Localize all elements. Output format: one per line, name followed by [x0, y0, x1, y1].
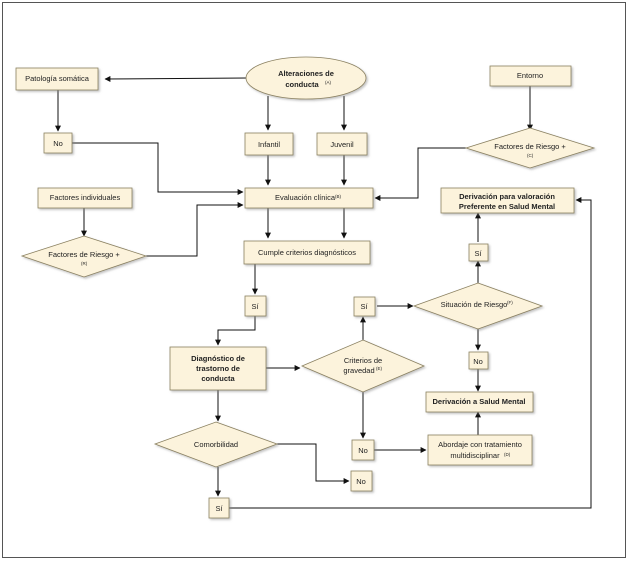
node-abordaje: Abordaje con tratamiento multidisciplina…: [427, 434, 533, 466]
arrow-factores-c-evaluacion: [374, 147, 466, 201]
abordaje-line1: Abordaje con tratamiento: [438, 440, 522, 449]
node-evaluacion-clinica: Evaluación clínica (B): [244, 187, 374, 209]
alteraciones-line2: conducta: [285, 80, 319, 89]
node-comorbilidad: Comorbilidad: [153, 421, 279, 468]
arrow-si-derivacion-preferente-loop: [229, 197, 592, 509]
arrow-alteraciones-patologia: [104, 75, 248, 82]
factores-c-label: Factores de Riesgo +: [494, 142, 566, 151]
arrow-comorbilidad-no: [277, 443, 350, 484]
node-alteraciones-conducta: Alteraciones de conducta (A): [245, 56, 367, 100]
node-si-comorbilidad: Sí: [208, 497, 230, 519]
node-entorno: Entorno: [489, 65, 572, 87]
node-si-cumple: Sí: [244, 295, 267, 317]
node-no-criterios: No: [351, 439, 375, 461]
comorbilidad-label: Comorbilidad: [194, 440, 238, 449]
node-situacion-riesgo: Situación de Riesgo (F): [412, 282, 544, 330]
node-no-comorbilidad: No: [350, 470, 373, 492]
si-mid-label: Sí: [251, 302, 259, 311]
node-si-situacion-yes: Sí: [468, 243, 489, 262]
no-bottom-label: No: [356, 477, 366, 486]
alteraciones-line1: Alteraciones de: [278, 69, 334, 78]
node-derivacion-salud-mental: Derivación a Salud Mental: [425, 391, 534, 413]
juvenil-label: Juvenil: [330, 140, 354, 149]
node-infantil: Infantil: [244, 132, 294, 156]
factores-r-label: Factores de Riesgo +: [48, 250, 120, 259]
node-derivacion-preferente: Derivación para valoración Preferente en…: [440, 187, 575, 214]
diagnostico-line3: conducta: [201, 374, 235, 383]
diagnostico-line2: trastorno de: [196, 364, 240, 373]
node-cumple-criterios: Cumple criterios diagnósticos: [243, 240, 371, 265]
infantil-label: Infantil: [258, 140, 280, 149]
derivacion-sm-label: Derivación a Salud Mental: [433, 397, 526, 406]
situacion-ref: (F): [507, 300, 513, 305]
factores-c-ref: (C): [527, 153, 534, 158]
node-no-top: No: [43, 132, 73, 154]
factores-r-ref: (R): [81, 261, 88, 266]
abordaje-ref: (D): [504, 452, 511, 457]
arrow-no-evaluacion: [72, 142, 244, 195]
derivacion-preferente-line2: Preferente en Salud Mental: [459, 202, 555, 211]
criterios-ref: (E): [376, 366, 383, 371]
node-factores-individuales: Factores individuales: [37, 187, 133, 209]
node-si-criterios: Sí: [353, 296, 376, 317]
alteraciones-ref: (A): [325, 80, 332, 85]
situacion-label: Situación de Riesgo: [441, 300, 508, 309]
node-diagnostico: Diagnóstico de trastorno de conducta: [169, 346, 267, 391]
entorno-label: Entorno: [517, 71, 543, 80]
evaluacion-label: Evaluación clínica: [275, 193, 336, 202]
criterios-line1: Criterios de: [344, 356, 382, 365]
no-top-label: No: [53, 139, 63, 148]
node-factores-riesgo-c: Factores de Riesgo + (C): [464, 127, 596, 169]
si-right-label: Sí: [474, 249, 482, 258]
node-juvenil: Juvenil: [316, 132, 368, 156]
node-factores-riesgo-r: Factores de Riesgo + (R): [20, 235, 148, 278]
evaluacion-ref: (B): [335, 194, 342, 199]
abordaje-line2: multidisciplinar: [450, 451, 500, 460]
node-no-situacion: No: [468, 351, 489, 370]
individuales-label: Factores individuales: [50, 193, 121, 202]
criterios-line2: gravedad: [343, 366, 374, 375]
si-center-label: Sí: [360, 302, 368, 311]
arrow-factores-r-evaluacion: [146, 202, 244, 257]
node-patologia-somatica: Patología somática: [15, 67, 99, 91]
cumple-label: Cumple criterios diagnósticos: [258, 248, 356, 257]
connectors: [55, 75, 592, 509]
no-mid-label: No: [473, 357, 483, 366]
no-crit-label: No: [358, 446, 368, 455]
si-bottom-label: Sí: [215, 504, 223, 513]
diagnostico-line1: Diagnóstico de: [191, 354, 245, 363]
node-criterios-gravedad: Criterios de gravedad (E): [300, 339, 426, 393]
arrow-si-diagnostico: [215, 316, 256, 346]
derivacion-preferente-line1: Derivación para valoración: [459, 192, 555, 201]
patologia-label: Patología somática: [25, 74, 90, 83]
